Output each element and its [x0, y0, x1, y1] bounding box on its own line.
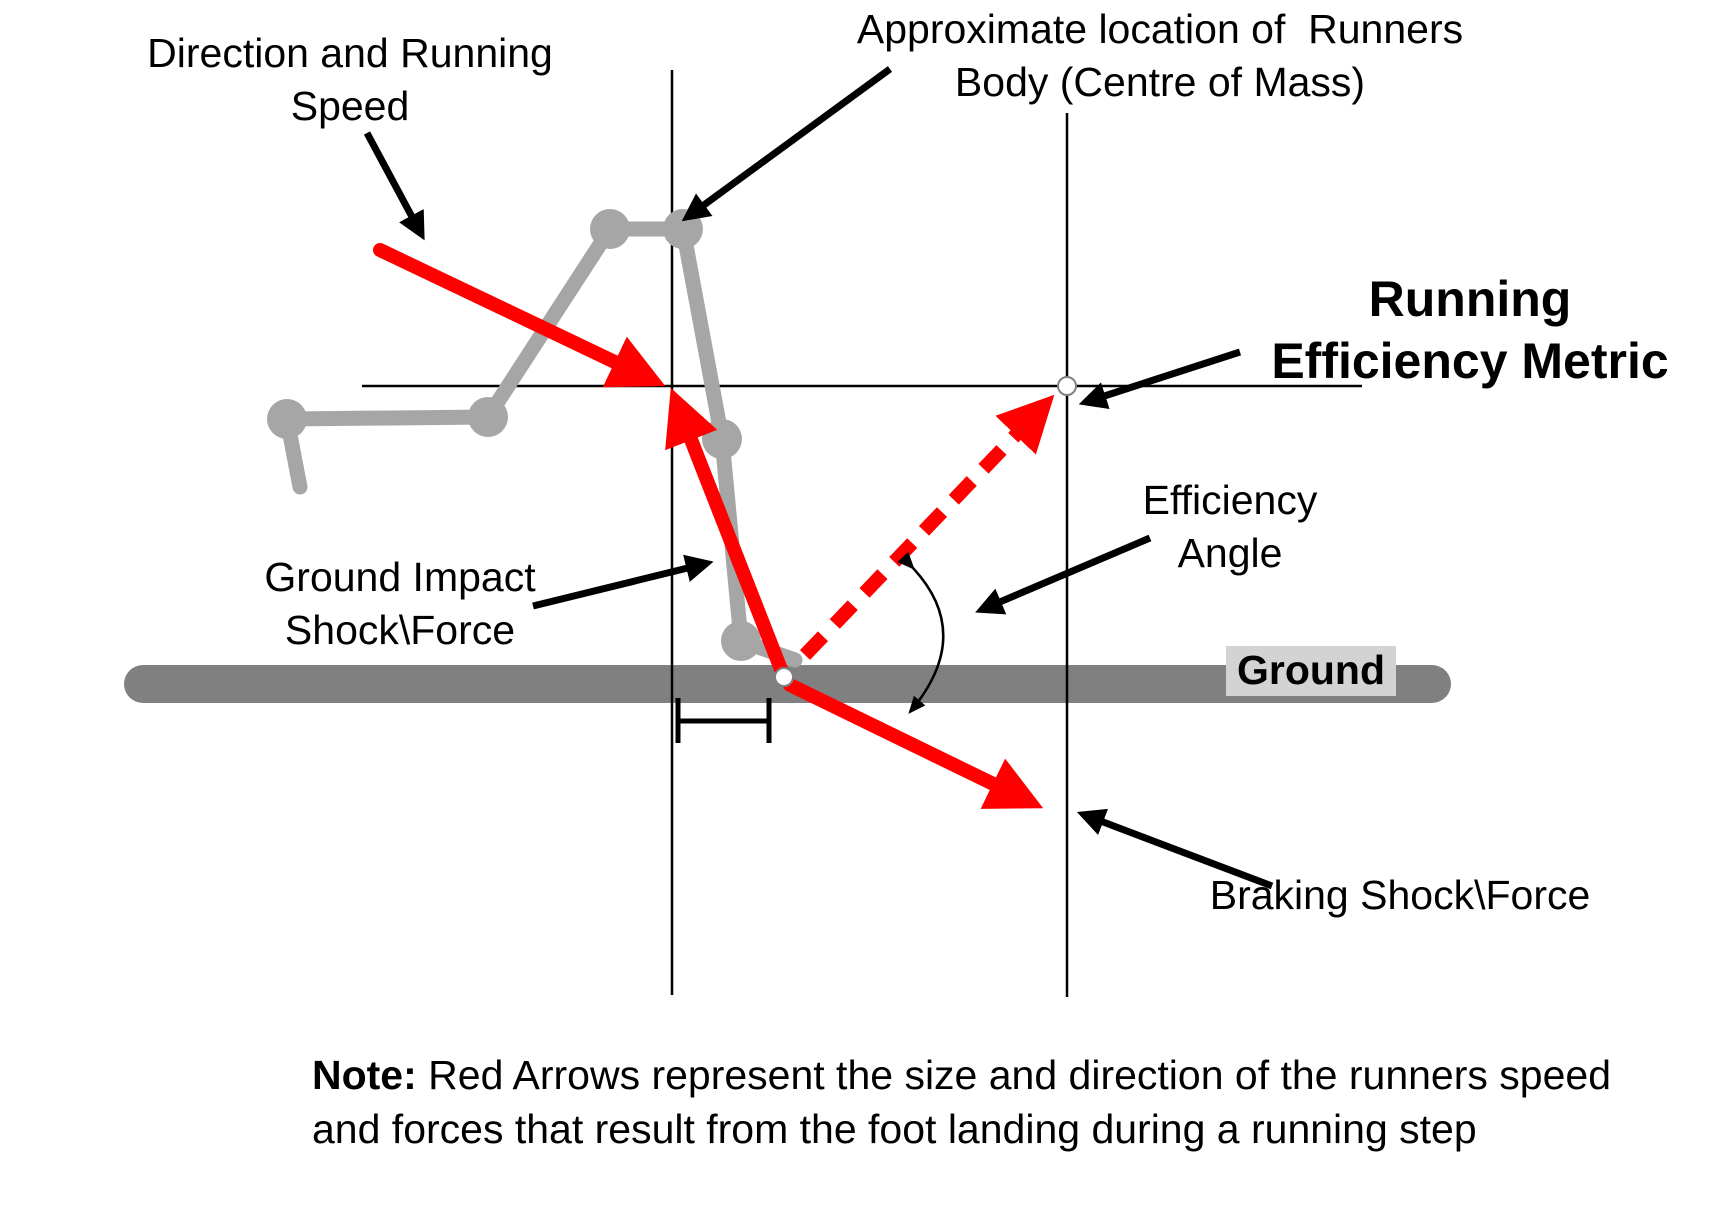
centre-of-mass-label: Approximate location of Runners Body (Ce… [800, 3, 1520, 109]
runner-joint [663, 209, 703, 249]
ground-impact-force-arrow [665, 387, 791, 684]
runner-joint [267, 399, 307, 439]
metric-pointer-arrow [1078, 348, 1242, 409]
direction-label: Direction and Running Speed [110, 27, 590, 133]
centre-of-mass-pointer-arrow [681, 66, 893, 222]
runner-figure [279, 221, 803, 668]
footnote: Note: Red Arrows represent the size and … [312, 1048, 1632, 1156]
impact-pointer-arrow [532, 554, 714, 610]
runner-joint [590, 209, 630, 249]
direction-label-line: Speed [290, 83, 410, 129]
footnote-text: Red Arrows represent the size and direct… [312, 1052, 1611, 1152]
footnote-prefix: Note: [312, 1052, 417, 1098]
braking-force-arrow [783, 678, 1044, 809]
efficiency-angle-label-line: Angle [1177, 530, 1283, 576]
horizontal-bracket-icon [675, 698, 772, 743]
centre-of-mass-label-line: Approximate location of Runners [856, 6, 1464, 52]
runner-joint [468, 397, 508, 437]
braking-pointer-arrow [1076, 808, 1274, 890]
runner-joint [721, 621, 761, 661]
runner-joint [702, 419, 742, 459]
ground-label: Ground [1226, 646, 1396, 696]
efficiency-metric-dashed-arrow [799, 394, 1055, 660]
direction-pointer-arrow [363, 131, 425, 241]
ground-impact-label-line: Shock\Force [284, 607, 516, 653]
centre-of-mass-label-line: Body (Centre of Mass) [954, 59, 1366, 105]
efficiency-metric-label-line: Running [1368, 271, 1572, 327]
direction-label-line: Direction and Running [147, 30, 553, 76]
efficiency-angle-label-line: Efficiency [1142, 477, 1318, 523]
foot-contact-point [774, 667, 794, 687]
braking-force-label: Braking Shock\Force [1209, 872, 1591, 918]
efficiency-metric-label: Running Efficiency Metric [1240, 268, 1700, 392]
running-speed-arrow [373, 243, 666, 388]
angle-pointer-arrow [975, 534, 1152, 615]
ground-impact-label-line: Ground Impact [264, 554, 536, 600]
efficiency-angle-label: Efficiency Angle [1120, 474, 1340, 580]
ground-impact-label: Ground Impact Shock\Force [230, 551, 570, 657]
efficiency-metric-label-line: Efficiency Metric [1271, 333, 1669, 389]
efficiency-metric-point [1057, 376, 1077, 396]
efficiency-angle-arc [897, 551, 945, 714]
